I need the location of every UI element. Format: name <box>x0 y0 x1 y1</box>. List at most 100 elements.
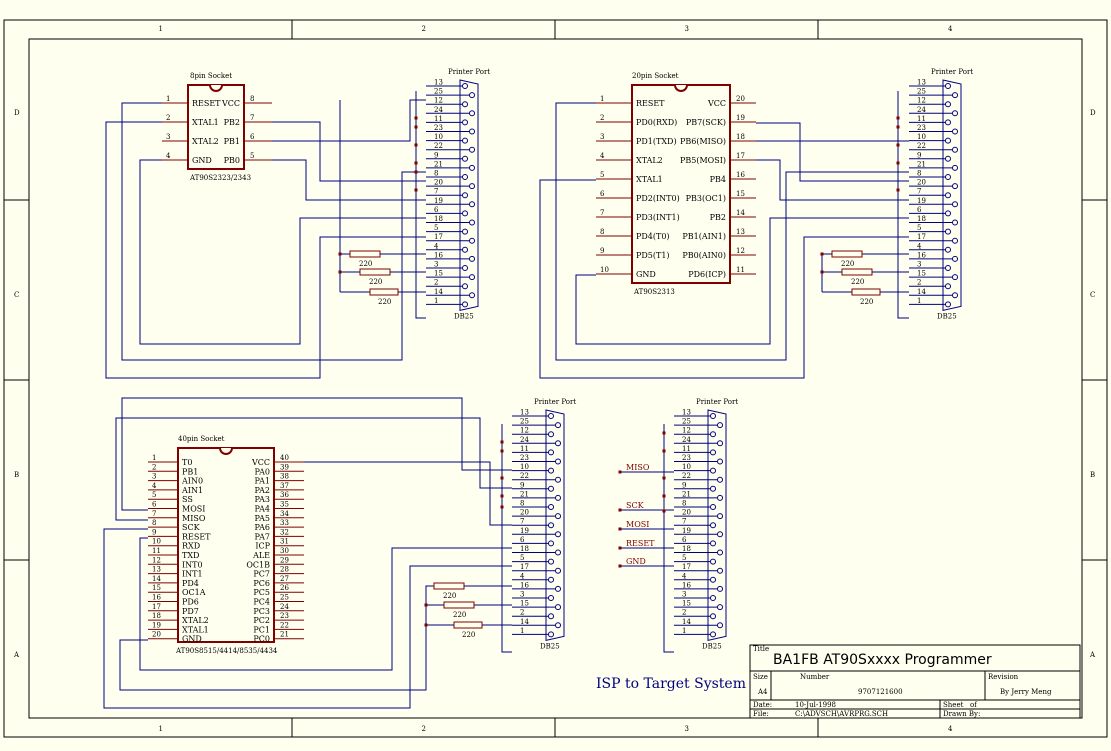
chip20-pin-name: PB0(AIN0) <box>682 251 726 260</box>
port1-pin-number: 16 <box>434 251 443 259</box>
wires <box>103 91 909 709</box>
port4-pin-socket <box>710 485 716 492</box>
column-label: 4 <box>948 25 953 33</box>
port1-pin-number: 24 <box>434 106 443 114</box>
port2-pin-number: 15 <box>917 270 926 278</box>
chip8-pin-number: 6 <box>250 133 255 141</box>
port2-pin-number: 24 <box>917 106 926 114</box>
port4-pin-number: 5 <box>682 554 686 562</box>
port1-pin-number: 17 <box>434 233 443 241</box>
chip40-pin-number: 4 <box>152 482 157 490</box>
wire-pb0-8 <box>270 159 426 201</box>
chip20-pin-name: PB4 <box>710 175 726 184</box>
port3-db25-label: DB25 <box>540 642 560 650</box>
port2-pin-number: 12 <box>917 97 926 105</box>
chip8-pin-name: XTAL2 <box>192 137 219 146</box>
port2-pin-socket <box>945 228 951 235</box>
chip8-pin-number: 4 <box>166 152 171 160</box>
chip20-pin-name: PB7(SCK) <box>686 118 726 127</box>
file-label: File: <box>753 710 769 718</box>
r3c-value: 220 <box>462 631 475 639</box>
port4-pin-number: 24 <box>682 436 691 444</box>
chip40-pin-name: ICP <box>255 542 270 551</box>
port1-pin-socket <box>469 237 475 244</box>
port3-pin-number: 23 <box>520 454 529 462</box>
port3-pin-number: 6 <box>520 536 525 544</box>
r2a-value: 220 <box>369 278 382 286</box>
chip8-pin-name: VCC <box>221 99 240 108</box>
size-value: A4 <box>757 688 768 696</box>
port1-pin-socket <box>462 137 468 144</box>
junction-dot <box>500 494 504 498</box>
date-label: Date: <box>753 701 772 709</box>
port2-pin-number: 9 <box>917 151 921 159</box>
port3-pin-socket <box>555 494 561 501</box>
port1-pin-number: 8 <box>434 170 438 178</box>
connectors: Printer PortDB25132512241123102292182071… <box>426 68 973 650</box>
isp-label-reset: RESET <box>626 539 655 548</box>
r3a-value: 220 <box>378 298 391 306</box>
port4-pin-number: 11 <box>682 445 691 453</box>
chip8-pin-name: PB0 <box>224 156 240 165</box>
port3-pin-socket <box>555 458 561 465</box>
chip20-pin-number: 19 <box>736 114 745 122</box>
port2-pin-number: 25 <box>917 88 926 96</box>
chip40-pin-number: 34 <box>280 510 289 518</box>
port4-pin-socket <box>717 440 723 447</box>
port4-pin-socket <box>710 431 716 438</box>
revision-label: Revision <box>988 673 1019 681</box>
junction-dot <box>662 494 666 498</box>
column-label: 3 <box>685 25 689 33</box>
row-label: B <box>1090 471 1095 479</box>
row-label: A <box>1089 651 1096 659</box>
port2-pin-number: 18 <box>917 215 926 223</box>
port2-pin-number: 2 <box>917 279 921 287</box>
port4-pin-number: 19 <box>682 527 691 535</box>
port3-pin-socket <box>548 595 554 601</box>
port2-pin-number: 4 <box>917 242 922 250</box>
port4-pin-number: 4 <box>682 572 687 580</box>
junction-dot <box>662 449 666 453</box>
port1-pin-number: 20 <box>434 179 443 187</box>
chip8-pin-number: 8 <box>250 95 254 103</box>
port3-pin-socket <box>555 440 561 447</box>
chip40-pin-name: PA2 <box>254 486 270 495</box>
row-label: C <box>14 291 19 299</box>
chip20-pin-number: 13 <box>736 228 745 236</box>
date-value: 10-Jul-1998 <box>795 701 836 709</box>
port4-pin-number: 1 <box>682 627 686 635</box>
row-label: B <box>14 471 19 479</box>
port2-pin-socket <box>952 183 958 190</box>
chip20-pin-number: 3 <box>600 133 604 141</box>
chip40-pin-number: 20 <box>152 631 161 639</box>
r2c <box>443 601 475 609</box>
port3-pin-socket <box>555 567 561 574</box>
port1-pin-socket <box>462 210 468 217</box>
junction-dot <box>618 564 622 568</box>
port2-pin-number: 17 <box>917 233 926 241</box>
chip40-pin-number: 14 <box>152 575 161 583</box>
wire-bus-8 <box>415 91 426 319</box>
junction-dot <box>618 508 622 512</box>
chip40-part-label: AT90S8515/4414/8535/4434 <box>175 647 278 655</box>
port1-pin-number: 19 <box>434 197 443 205</box>
port3-pin-number: 10 <box>520 463 529 471</box>
port2-pin-socket <box>952 255 958 262</box>
chip20-pin-name: XTAL1 <box>636 175 663 184</box>
chip40-pin-name: PC4 <box>253 598 270 607</box>
port3-pin-socket <box>555 422 561 429</box>
column-label: 3 <box>685 725 689 733</box>
junction-dot <box>896 125 900 129</box>
chip40-pin-number: 28 <box>280 566 289 574</box>
port4-pin-number: 3 <box>682 591 686 599</box>
chip40-pin-name: T0 <box>182 458 192 467</box>
wire-reset-40 <box>139 537 512 671</box>
chip20-notch <box>674 84 688 92</box>
r3c <box>453 621 483 629</box>
chip40-pin-name: RXD <box>182 542 200 551</box>
port1-pin-number: 5 <box>434 224 438 232</box>
chip20-pin-name: VCC <box>707 99 726 108</box>
r2a <box>359 268 391 276</box>
port4-pin-number: 2 <box>682 609 686 617</box>
